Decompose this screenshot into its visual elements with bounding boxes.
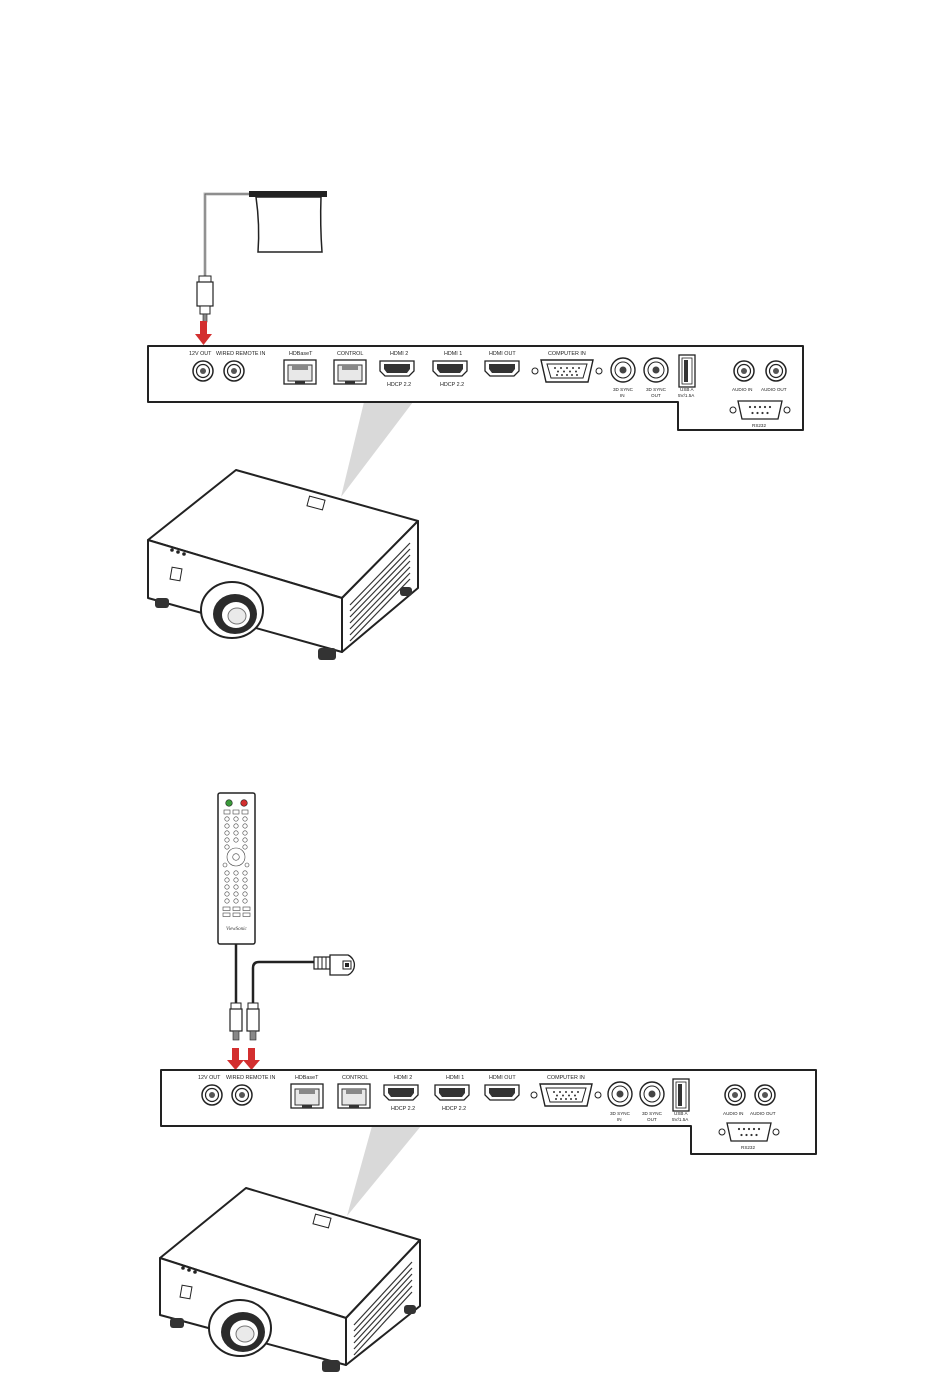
label-3d-sync-in-2: IN — [620, 393, 625, 398]
trigger-cable-outline — [204, 193, 249, 276]
port-hdmi-2[interactable] — [379, 360, 415, 377]
port-usb-a[interactable] — [672, 1078, 690, 1112]
port-audio-in[interactable] — [724, 1084, 746, 1106]
label-hdmi-out: HDMI OUT — [489, 1075, 516, 1081]
label-3d-sync-in-1: 3D SYNC — [613, 387, 634, 392]
label-rs232: RS232 — [752, 423, 766, 428]
remote-control: ViewSonic — [217, 792, 256, 945]
port-hdmi-out[interactable] — [484, 360, 520, 377]
port-hdmi-2[interactable] — [383, 1084, 419, 1101]
port-audio-out[interactable] — [754, 1084, 776, 1106]
port-audio-in[interactable] — [733, 360, 755, 382]
port-3d-sync-out[interactable] — [639, 1081, 665, 1107]
connection-arrow-right — [243, 1048, 260, 1070]
label-3d-sync-out-2: OUT — [647, 1117, 657, 1122]
label-control: CONTROL — [342, 1075, 368, 1081]
port-computer-in[interactable] — [530, 1083, 602, 1107]
connection-arrow — [195, 321, 212, 345]
port-computer-in[interactable] — [531, 359, 603, 383]
remote-brand-logo: ViewSonic — [226, 927, 248, 932]
port-hdmi-out[interactable] — [484, 1084, 520, 1101]
port-control[interactable] — [333, 359, 367, 385]
label-hdmi-1-hdcp: HDCP 2.2 — [440, 382, 464, 388]
label-control: CONTROL — [337, 351, 363, 357]
label-audio-in: AUDIO IN — [723, 1111, 743, 1116]
port-hdbaset[interactable] — [290, 1083, 324, 1109]
label-hdmi-2-hdcp: HDCP 2.2 — [391, 1106, 415, 1112]
connection-arrow-left — [227, 1048, 244, 1070]
label-12v-out: 12V OUT — [189, 351, 212, 357]
label-hdbaset: HDBaseT — [289, 351, 313, 357]
port-hdmi-1[interactable] — [432, 360, 468, 377]
port-wired-remote-in[interactable] — [223, 360, 245, 382]
label-3d-sync-out-1: 3D SYNC — [642, 1111, 663, 1116]
port-hdbaset[interactable] — [283, 359, 317, 385]
label-hdmi-2-hdcp: HDCP 2.2 — [387, 382, 411, 388]
label-usb-a-2: 5V/1.5A — [678, 393, 695, 398]
label-rs232: RS232 — [741, 1145, 755, 1150]
label-hdmi-1: HDMI 1 — [444, 351, 462, 357]
projector — [147, 469, 419, 660]
label-hdbaset: HDBaseT — [295, 1075, 319, 1081]
label-usb-a-1: USB A — [680, 387, 694, 392]
label-hdmi-1: HDMI 1 — [446, 1075, 464, 1081]
label-3d-sync-out-1: 3D SYNC — [646, 387, 667, 392]
label-wired-remote-in: WIRED REMOTE IN — [226, 1075, 276, 1081]
label-3d-sync-in-2: IN — [617, 1117, 622, 1122]
label-usb-a-2: 5V/1.5A — [672, 1117, 689, 1122]
port-rs232[interactable] — [729, 400, 791, 420]
label-computer-in: COMPUTER IN — [547, 1075, 585, 1081]
projector — [159, 1187, 421, 1372]
projector-screen — [249, 191, 327, 253]
label-audio-out: AUDIO OUT — [750, 1111, 776, 1116]
port-audio-out[interactable] — [765, 360, 787, 382]
ir-receiver — [313, 954, 356, 976]
label-usb-a-1: USB A — [674, 1111, 688, 1116]
label-12v-out: 12V OUT — [198, 1075, 221, 1081]
port-wired-remote-in[interactable] — [231, 1084, 253, 1106]
zoom-callout — [341, 402, 413, 497]
port-3d-sync-in[interactable] — [610, 357, 636, 383]
label-hdmi-2: HDMI 2 — [390, 351, 408, 357]
label-hdmi-out: HDMI OUT — [489, 351, 516, 357]
mono-plug — [196, 275, 214, 323]
rear-io-panel: 12V OUT WIRED REMOTE IN HDBaseT CONTROL … — [160, 1069, 817, 1155]
port-rs232[interactable] — [718, 1122, 780, 1142]
ir-receiver-plug — [246, 1002, 260, 1041]
label-audio-out: AUDIO OUT — [761, 387, 787, 392]
rear-io-panel: 12V OUT WIRED REMOTE IN HDBaseT CONTROL … — [147, 345, 804, 431]
label-audio-in: AUDIO IN — [732, 387, 752, 392]
ir-receiver-cable — [251, 960, 316, 1003]
label-3d-sync-in-1: 3D SYNC — [610, 1111, 631, 1116]
label-wired-remote-in: WIRED REMOTE IN — [216, 351, 266, 357]
diagram-screen-trigger: 12V OUT WIRED REMOTE IN HDBaseT CONTROL … — [147, 191, 804, 660]
port-hdmi-1[interactable] — [434, 1084, 470, 1101]
port-3d-sync-in[interactable] — [607, 1081, 633, 1107]
label-hdmi-1-hdcp: HDCP 2.2 — [442, 1106, 466, 1112]
label-hdmi-2: HDMI 2 — [394, 1075, 412, 1081]
port-control[interactable] — [337, 1083, 371, 1109]
remote-plug — [229, 1002, 243, 1041]
label-3d-sync-out-2: OUT — [651, 393, 661, 398]
port-12v-out[interactable] — [192, 360, 214, 382]
remote-power-on-button — [225, 799, 233, 807]
remote-power-off-button — [240, 799, 248, 807]
label-computer-in: COMPUTER IN — [548, 351, 586, 357]
port-usb-a[interactable] — [678, 354, 696, 388]
port-12v-out[interactable] — [201, 1084, 223, 1106]
trigger-cable — [203, 192, 249, 276]
remote-button-grid — [222, 809, 251, 917]
port-3d-sync-out[interactable] — [643, 357, 669, 383]
zoom-callout — [347, 1126, 421, 1216]
diagram-wired-remote: ViewSonic — [159, 792, 817, 1372]
